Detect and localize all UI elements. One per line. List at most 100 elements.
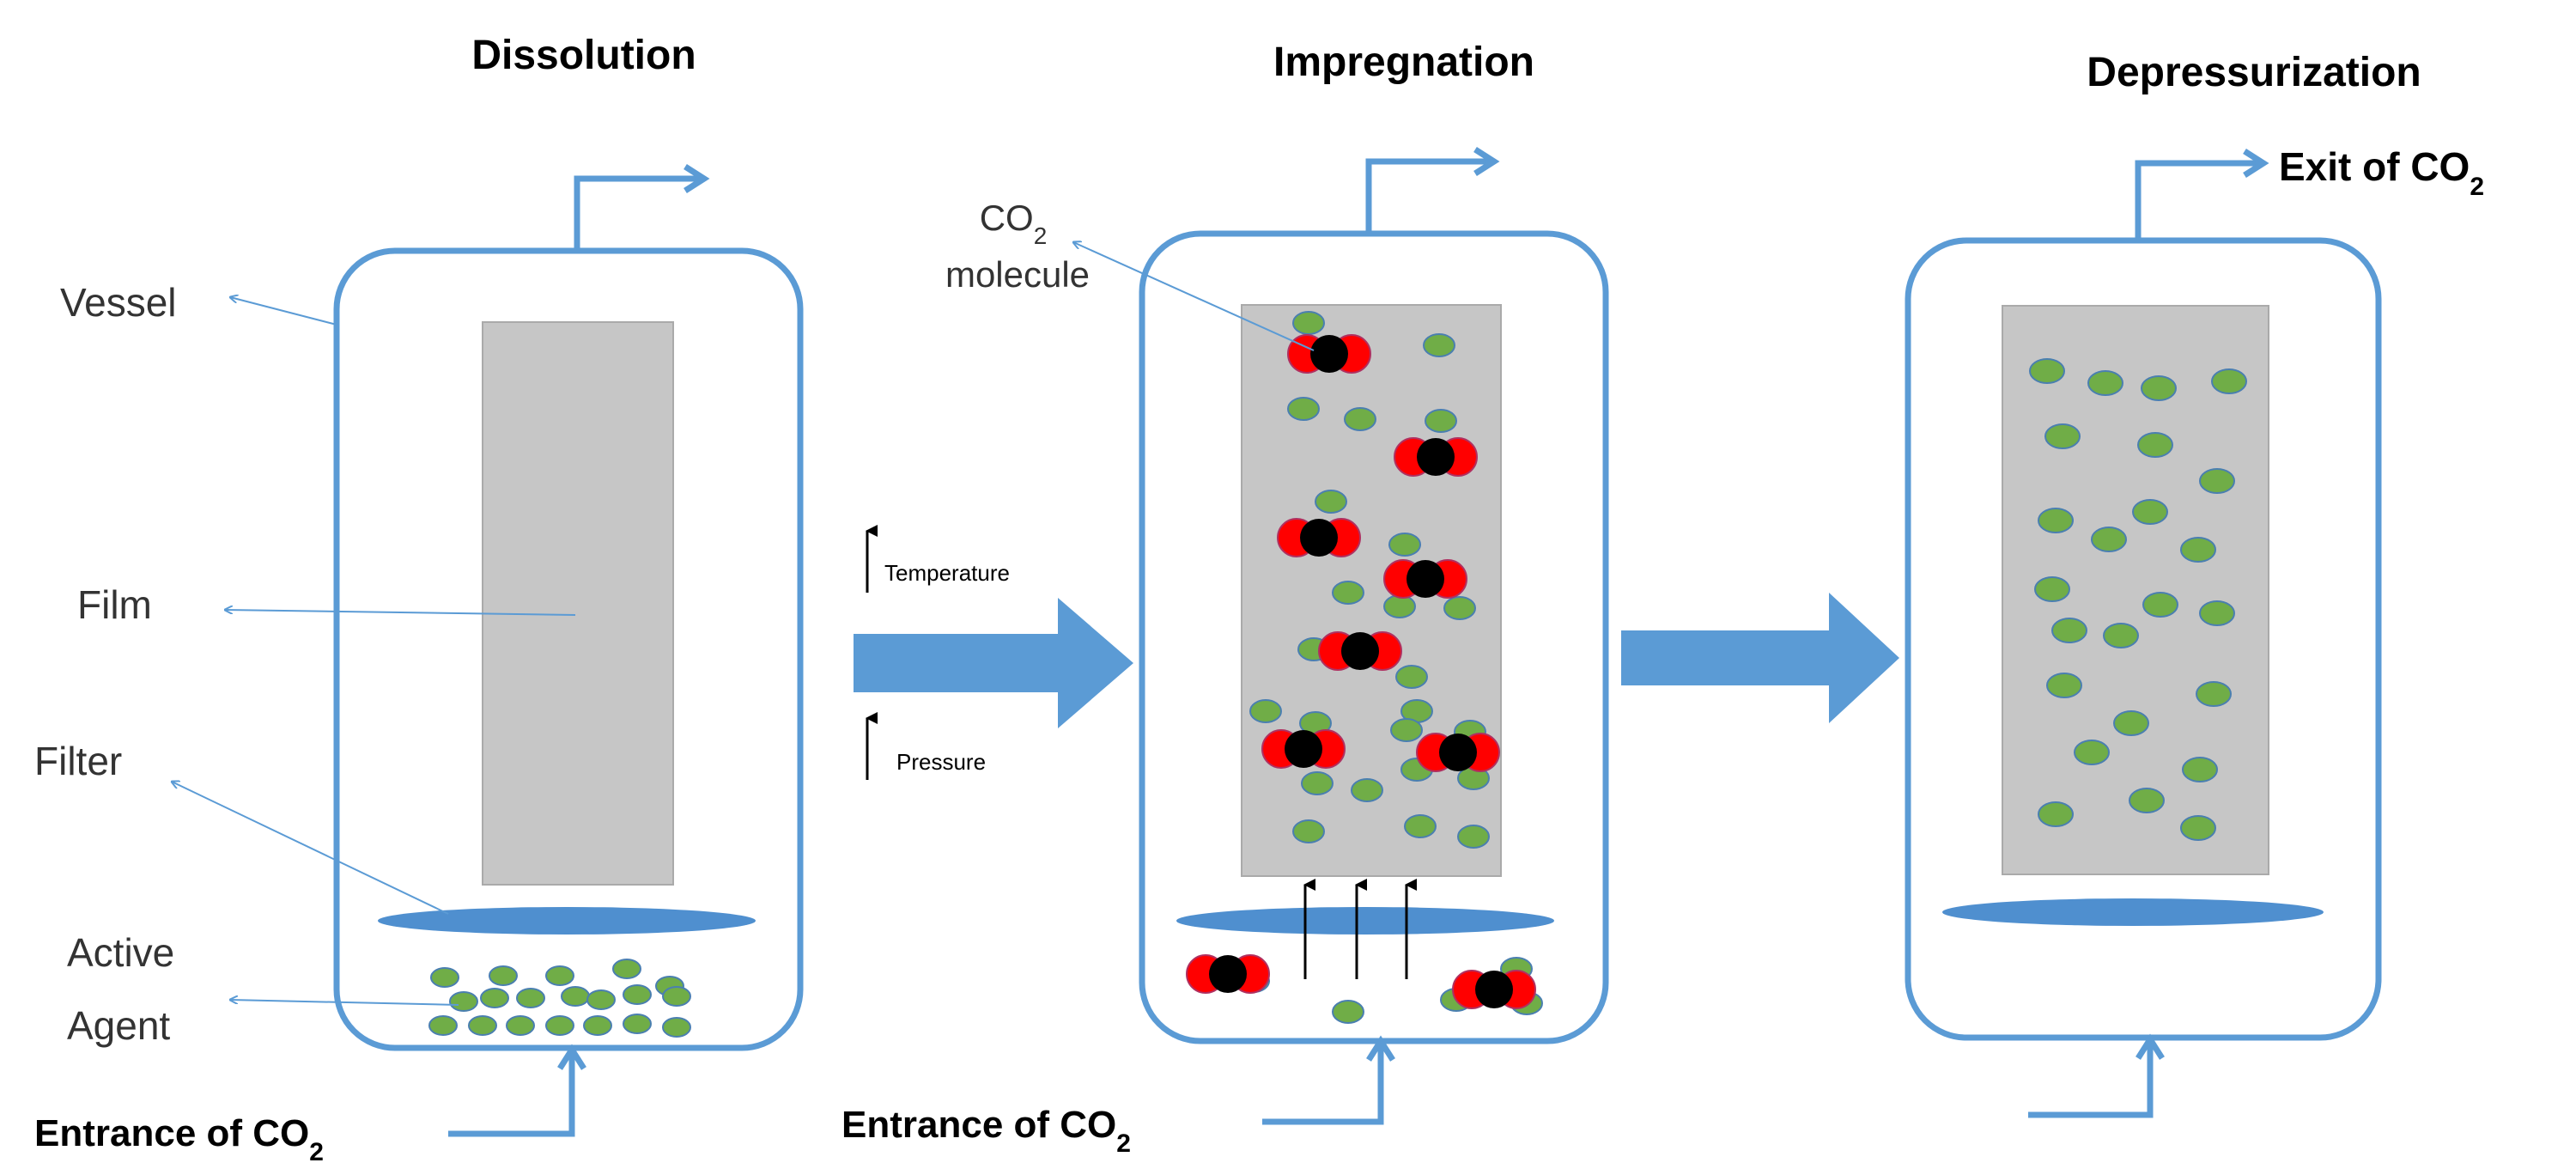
active-agent-particle [1388, 533, 1421, 557]
active-agent-particle [2142, 592, 2178, 618]
active-agent-particle [1423, 333, 1455, 357]
co2-molecule [1186, 954, 1270, 994]
active-agent-particle [1332, 581, 1364, 605]
active-agent-particle [1443, 596, 1476, 620]
active-agent-particle [2087, 370, 2123, 396]
vessel-entrance-pipe [1262, 1035, 1395, 1125]
active-agent-particle [2141, 375, 2177, 401]
vessel-entrance-pipe [2028, 1033, 2165, 1118]
active-agent-particle [2051, 618, 2087, 643]
process-arrow-2 [1621, 593, 1899, 723]
active-agent-particle [2038, 801, 2074, 827]
co2-molecule [1277, 518, 1361, 557]
active-agent-particle [1390, 718, 1423, 742]
active-agent-particle [2074, 740, 2110, 765]
active-agent-particle [2129, 788, 2165, 813]
active-agent-particle [1332, 1000, 1364, 1024]
active-agent-particle [583, 1015, 612, 1036]
active-agent-particle [2211, 368, 2247, 394]
vessel-leader-line [230, 297, 337, 326]
active-agent-particle [1292, 819, 1325, 843]
co2-molecules [1186, 334, 1536, 1009]
stage-title-impregnation: Impregnation [1273, 40, 1534, 85]
active-agent-particle [480, 988, 509, 1008]
vessel-exit-pipe [1365, 147, 1500, 234]
active-agent-particle [2132, 499, 2168, 525]
active-agent-particle [662, 986, 691, 1007]
active-agent-particle [1344, 407, 1376, 431]
co2-molecule-label: CO2 [980, 198, 1048, 249]
active-agent-particle [2091, 527, 2127, 552]
active-agent-particle [545, 1015, 574, 1036]
vessel-label: Vessel [60, 280, 177, 325]
exit-co2-label: Exit of CO2 [2279, 144, 2484, 201]
active-agent-particle [2046, 673, 2082, 698]
entrance-co2-label-1: Entrance of CO2 [34, 1112, 324, 1166]
active-agent-particle [506, 1015, 535, 1036]
vessel-dissolution [333, 164, 804, 1137]
active-agent-particle [1404, 814, 1437, 838]
entrance-co2-label-2: Entrance of CO2 [841, 1104, 1131, 1158]
co2-molecule [1394, 437, 1478, 477]
film [482, 321, 674, 886]
active-agent-particle [545, 965, 574, 986]
active-agent-particle [1383, 594, 1416, 618]
filter [378, 907, 756, 935]
active-agent-particle [2038, 508, 2074, 533]
stage-title-dissolution: Dissolution [471, 33, 696, 78]
active-agent-particle [2199, 600, 2235, 626]
filter-leader-line [172, 782, 449, 915]
active-agent-particle [2044, 423, 2081, 449]
active-agent-particle [561, 986, 590, 1007]
active-agent-label-line2: Agent [67, 1003, 170, 1048]
film-leader-line [225, 610, 576, 616]
process-arrow-1 [854, 598, 1133, 728]
active-agent-particle [1287, 397, 1320, 421]
active-agent-particle [1395, 665, 1428, 689]
active-agent-particle [489, 965, 518, 986]
pressure-label: Pressure [896, 749, 986, 775]
active-agent-particle [2182, 757, 2218, 782]
active-agent-particle [1425, 409, 1457, 433]
active-agent-particle [2199, 468, 2235, 494]
active-agent-particle [430, 967, 459, 988]
co2-molecule [1261, 729, 1346, 769]
active-agent-particle [2180, 815, 2216, 841]
filter [1176, 907, 1554, 935]
active-agent-particle [1457, 825, 1490, 849]
active-agent-particle [1301, 771, 1334, 795]
temperature-label: Temperature [884, 560, 1010, 586]
co2-molecule [1416, 733, 1500, 772]
co2-molecule [1383, 559, 1467, 599]
active-agent-leader-line [230, 1000, 459, 1006]
active-agent-particle [623, 984, 652, 1005]
active-agent-particle [449, 991, 478, 1012]
active-agent-particles [428, 959, 691, 1038]
active-agent-particle [612, 959, 641, 979]
active-agent-particle [2137, 432, 2173, 458]
active-agent-particle [2180, 537, 2216, 563]
active-agent-particle [1315, 490, 1347, 514]
co2-molecule [1287, 334, 1371, 374]
active-agent-particle [516, 988, 545, 1008]
vessel-entrance-pipe [448, 1044, 586, 1137]
stage-title-depressurization: Depressurization [2087, 50, 2421, 95]
active-agent-particle [586, 989, 616, 1010]
co2-leader-line [1073, 242, 1315, 351]
vessel-impregnation [1139, 147, 1609, 1125]
vessel-exit-pipe [2135, 149, 2269, 240]
active-agent-particle [1249, 699, 1282, 723]
film-label: Film [77, 582, 152, 627]
co2-molecule [1318, 631, 1402, 671]
active-agent-particle [2034, 576, 2070, 602]
vessel-depressurization [1905, 149, 2382, 1118]
active-agent-particle [1292, 311, 1325, 335]
vessel-exit-pipe [574, 164, 710, 251]
active-agent-particle [468, 1015, 497, 1036]
upward-flow-arrows [1303, 879, 1417, 979]
active-agent-particle [2029, 358, 2065, 384]
co2-molecule [1452, 970, 1536, 1009]
active-agent-particle [1351, 778, 1383, 802]
active-agent-particle [662, 1017, 691, 1038]
